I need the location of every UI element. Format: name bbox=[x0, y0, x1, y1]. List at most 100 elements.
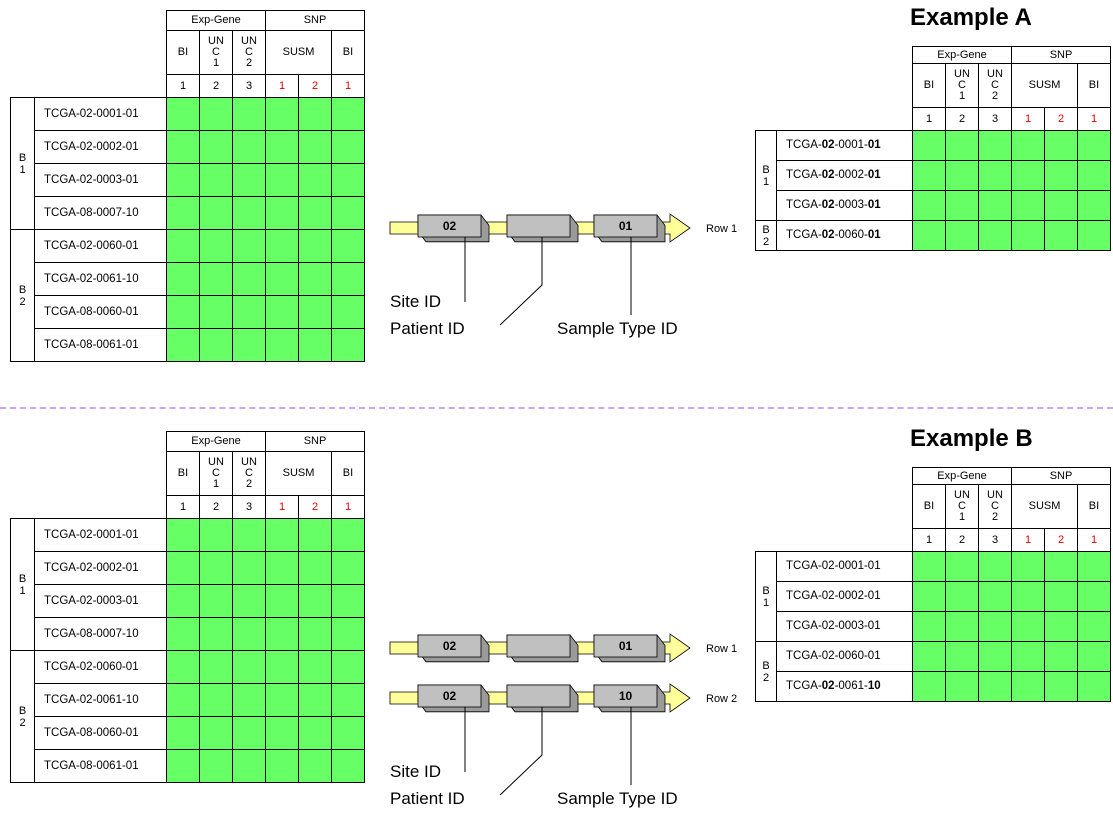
data-cell bbox=[265, 97, 299, 131]
site-id-label: Site ID bbox=[390, 762, 441, 781]
data-cell bbox=[978, 220, 1012, 251]
column-index: 1 bbox=[331, 74, 365, 98]
table-row: TCGA-08-0061-01 bbox=[11, 328, 365, 362]
platform-bi: BI bbox=[166, 451, 200, 496]
data-cell bbox=[265, 749, 299, 783]
data-cell bbox=[331, 518, 365, 552]
data-cell bbox=[1044, 190, 1078, 221]
sample-barcode: TCGA-02-0003-01 bbox=[776, 190, 913, 221]
table-row: TCGA-02-0061-10 bbox=[11, 262, 365, 296]
exp-gene-header: Exp-Gene bbox=[166, 431, 266, 452]
data-cell bbox=[978, 611, 1012, 642]
data-cell bbox=[232, 716, 266, 750]
table-row: TCGA-02-0061-10 bbox=[11, 683, 365, 717]
patient-id-block bbox=[506, 214, 579, 243]
data-cell bbox=[978, 130, 1012, 161]
data-cell bbox=[199, 196, 233, 230]
sample-barcode: TCGA-02-0003-01 bbox=[776, 611, 913, 642]
column-index: 2 bbox=[1044, 528, 1078, 552]
data-cell bbox=[166, 130, 200, 164]
data-cell bbox=[166, 262, 200, 296]
exp-gene-header: Exp-Gene bbox=[912, 467, 1012, 485]
platform-bi: BI bbox=[166, 30, 200, 75]
data-cell bbox=[298, 518, 332, 552]
corner-blank bbox=[756, 485, 913, 529]
block-value: 01 bbox=[619, 639, 633, 653]
data-cell bbox=[265, 617, 299, 651]
data-cell bbox=[199, 650, 233, 684]
sample-id-block: 10 bbox=[593, 684, 666, 713]
data-cell bbox=[1011, 671, 1045, 702]
data-cell bbox=[1044, 611, 1078, 642]
sample-id-block: 01 bbox=[593, 214, 666, 243]
sample-barcode: TCGA-02-0001-01 bbox=[776, 130, 913, 161]
block-value: 02 bbox=[443, 689, 457, 703]
data-cell bbox=[1011, 551, 1045, 582]
data-cell bbox=[331, 683, 365, 717]
sample-barcode: TCGA-08-0061-01 bbox=[34, 749, 167, 783]
data-cell bbox=[298, 130, 332, 164]
data-cell bbox=[945, 130, 979, 161]
sample-barcode: TCGA-02-0061-10 bbox=[776, 671, 913, 702]
data-cell bbox=[166, 518, 200, 552]
data-cell bbox=[1077, 130, 1111, 161]
column-index: 3 bbox=[978, 107, 1012, 131]
sample-barcode: TCGA-08-0007-10 bbox=[34, 617, 167, 651]
patient-id-leader bbox=[499, 707, 543, 796]
corner-blank bbox=[11, 75, 167, 98]
data-cell bbox=[166, 229, 200, 263]
table-row: TCGA-02-0003-01 bbox=[756, 190, 1111, 221]
column-index: 3 bbox=[232, 495, 266, 519]
platform-bi: BI bbox=[912, 63, 946, 108]
data-cell bbox=[978, 671, 1012, 702]
sample-barcode: TCGA-02-0003-01 bbox=[34, 584, 167, 618]
data-cell bbox=[331, 749, 365, 783]
data-cell bbox=[232, 262, 266, 296]
data-cell bbox=[1077, 581, 1111, 612]
data-cell bbox=[298, 229, 332, 263]
data-cell bbox=[199, 551, 233, 585]
data-cell bbox=[912, 220, 946, 251]
data-cell bbox=[166, 683, 200, 717]
sample-barcode: TCGA-08-0061-01 bbox=[34, 328, 167, 362]
data-cell bbox=[1011, 160, 1045, 191]
section-divider bbox=[0, 407, 1113, 409]
sample-barcode: TCGA-02-0061-10 bbox=[34, 683, 167, 717]
data-cell bbox=[166, 617, 200, 651]
data-cell bbox=[331, 716, 365, 750]
data-cell bbox=[1077, 641, 1111, 672]
data-cell bbox=[199, 716, 233, 750]
sample-barcode: TCGA-02-0001-01 bbox=[34, 518, 167, 552]
table-row: TCGA-02-0003-01 bbox=[756, 611, 1111, 642]
data-cell bbox=[199, 749, 233, 783]
platform-bi: BI bbox=[331, 451, 365, 496]
data-cell bbox=[945, 220, 979, 251]
sample-barcode: TCGA-02-0003-01 bbox=[34, 163, 167, 197]
data-cell bbox=[232, 295, 266, 329]
platform-susm: SUSM bbox=[1011, 63, 1078, 108]
data-cell bbox=[199, 518, 233, 552]
data-cell bbox=[265, 683, 299, 717]
column-index: 1 bbox=[912, 107, 946, 131]
sample-id-block: 01 bbox=[593, 634, 666, 663]
table-row: TCGA-02-0003-01 bbox=[11, 584, 365, 618]
table-row: TCGA-02-0061-10 bbox=[756, 671, 1111, 702]
data-cell bbox=[1077, 551, 1111, 582]
data-cell bbox=[912, 130, 946, 161]
block-face bbox=[506, 634, 571, 658]
data-cell bbox=[1077, 671, 1111, 702]
data-cell bbox=[912, 551, 946, 582]
column-index: 1 bbox=[265, 495, 299, 519]
data-cell bbox=[331, 163, 365, 197]
data-cell bbox=[232, 229, 266, 263]
